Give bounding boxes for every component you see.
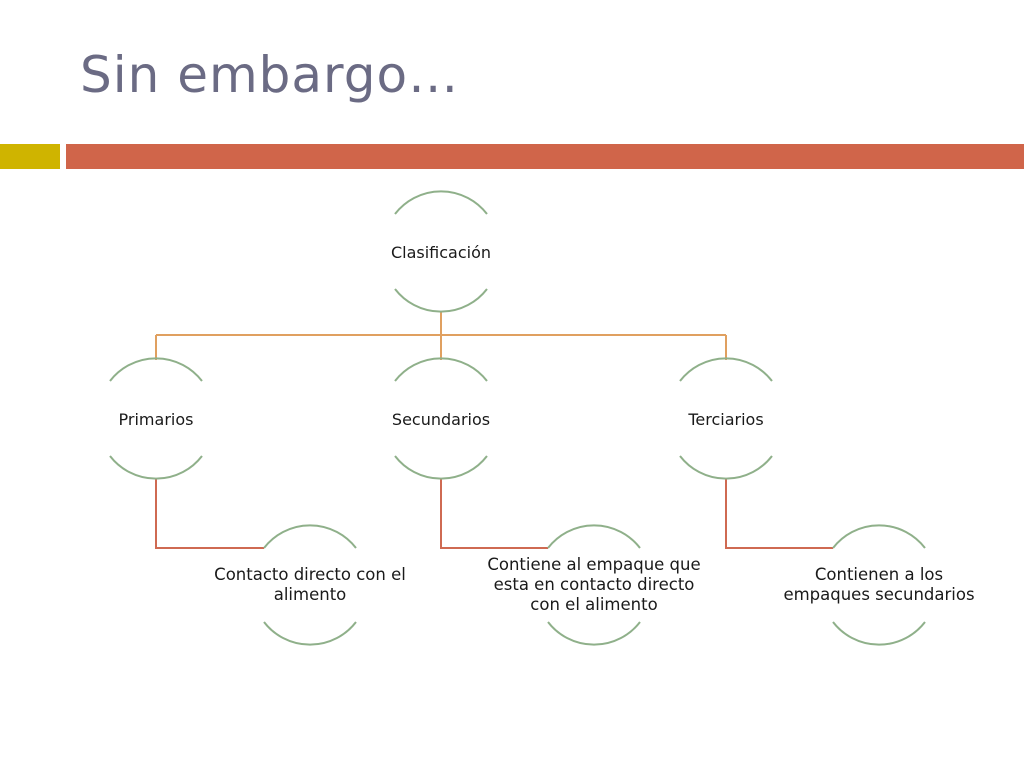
- description-terciarios: Contienen a los empaques secundarios: [783, 565, 975, 604]
- category-label-terciarios: Terciarios: [688, 409, 764, 429]
- accent-bar-red: [66, 144, 1024, 169]
- slide-title: Sin embargo…: [80, 46, 460, 104]
- accent-bar-yellow: [0, 144, 60, 169]
- connector-root-to-categories: [155, 312, 727, 360]
- node-desc-primarios: [263, 524, 357, 646]
- root-label: Clasificación: [390, 242, 492, 262]
- category-label-secundarios: Secundarios: [391, 409, 491, 429]
- category-label-primarios: Primarios: [118, 409, 194, 429]
- description-secundarios: Contiene al empaque que esta en contacto…: [487, 555, 701, 614]
- node-terciarios: [679, 357, 773, 480]
- description-primarios: Contacto directo con el alimento: [214, 565, 406, 604]
- node-secundarios: [394, 357, 488, 480]
- node-root: [394, 190, 488, 313]
- node-desc-terciarios: [832, 524, 926, 646]
- node-desc-secundarios: [547, 524, 641, 646]
- connector-categories-to-descriptions: [155, 478, 833, 549]
- node-primarios: [109, 357, 203, 480]
